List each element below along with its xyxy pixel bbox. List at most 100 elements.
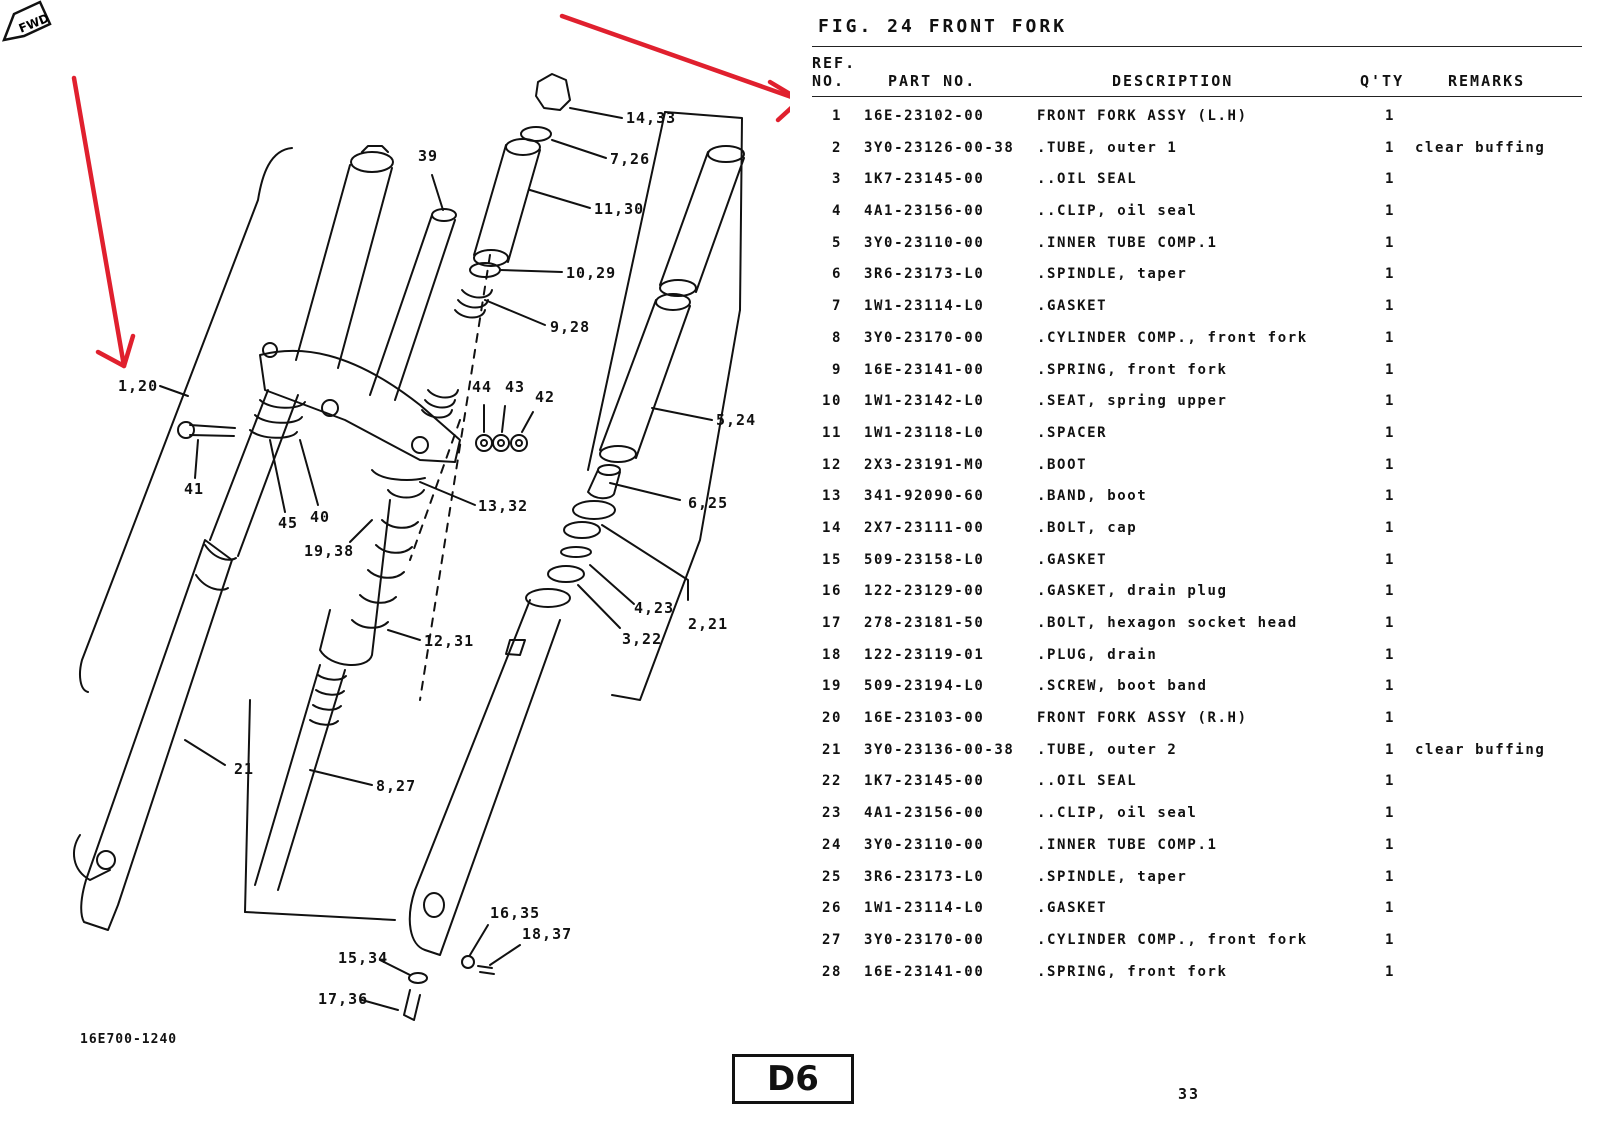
- description: ..CLIP, oil seal: [1037, 805, 1198, 822]
- ref-no: 14: [821, 519, 842, 536]
- description: .SCREW, boot band: [1037, 678, 1208, 695]
- part-no: 4A1-23156-00: [864, 805, 985, 822]
- description: .PLUG, drain: [1037, 646, 1158, 663]
- page-number: 33: [1178, 1085, 1201, 1103]
- callout-19-38: 19,38: [304, 542, 355, 560]
- description: FRONT FORK ASSY (L.H): [1037, 108, 1248, 124]
- page-badge: D6: [732, 1054, 854, 1104]
- callout-44: 44: [472, 378, 493, 396]
- description: .SPINDLE, taper: [1037, 868, 1188, 885]
- table-row: 1 16E-23102-00 FRONT FORK ASSY (L.H) 1: [812, 102, 1582, 134]
- callout-17-36: 17,36: [318, 990, 369, 1008]
- qty: 1: [1384, 741, 1396, 758]
- description: ..OIL SEAL: [1037, 773, 1138, 790]
- part-no: 16E-23141-00: [864, 963, 985, 980]
- part-no: 2X7-23111-00: [864, 519, 985, 536]
- ref-no: 10: [821, 393, 842, 410]
- qty: 1: [1384, 424, 1396, 441]
- ref-no: 26: [821, 900, 842, 917]
- description: .SPACER: [1037, 424, 1108, 441]
- callout-16-35: 16,35: [490, 904, 541, 922]
- qty: 1: [1384, 361, 1396, 378]
- qty: 1: [1384, 393, 1396, 410]
- description: .SPRING, front fork: [1037, 361, 1228, 378]
- callout-39: 39: [418, 147, 439, 165]
- callout-6-25: 6,25: [688, 494, 729, 512]
- part-no: 509-23194-L0: [864, 678, 985, 695]
- callout-18-37: 18,37: [522, 925, 573, 943]
- header-ref-line2: NO.: [812, 72, 846, 90]
- description: .CYLINDER COMP., front fork: [1037, 931, 1308, 948]
- callout-40: 40: [310, 508, 331, 526]
- ref-no: 27: [821, 931, 842, 948]
- qty: 1: [1384, 266, 1396, 283]
- ref-no: 1: [831, 108, 842, 124]
- description: .BOLT, cap: [1037, 519, 1138, 536]
- ref-no: 3: [831, 171, 842, 188]
- callout-7-26: 7,26: [610, 150, 651, 168]
- callout-41: 41: [184, 480, 205, 498]
- ref-no: 5: [831, 234, 842, 251]
- description: .BAND, boot: [1037, 488, 1148, 505]
- ref-no: 17: [821, 615, 842, 631]
- header-remarks: REMARKS: [1448, 72, 1526, 90]
- callout-8-27: 8,27: [376, 777, 417, 795]
- part-no: 3Y0-23126-00-38: [864, 139, 1015, 156]
- qty: 1: [1384, 171, 1396, 188]
- header-ref-line1: REF.: [812, 54, 857, 72]
- qty: 1: [1384, 963, 1396, 980]
- description: ..OIL SEAL: [1037, 171, 1138, 188]
- ref-no: 4: [831, 203, 842, 220]
- callout-4-23: 4,23: [634, 599, 675, 617]
- part-no: 4A1-23156-00: [864, 203, 985, 220]
- callout-5-24: 5,24: [716, 411, 757, 429]
- ref-no: 16: [821, 583, 842, 600]
- part-no: 341-92090-60: [864, 488, 985, 505]
- part-no: 3Y0-23110-00: [864, 836, 985, 853]
- part-no: 1K7-23145-00: [864, 171, 985, 188]
- ref-no: 12: [821, 456, 842, 473]
- qty: 1: [1384, 329, 1396, 346]
- ref-no: 18: [821, 646, 842, 663]
- ref-no: 7: [831, 298, 842, 315]
- description: .INNER TUBE COMP.1: [1037, 234, 1218, 251]
- part-no: 16E-23102-00: [864, 108, 985, 124]
- description: .GASKET: [1037, 298, 1108, 315]
- qty: 1: [1384, 298, 1396, 315]
- qty: 1: [1384, 868, 1396, 885]
- description: .GASKET: [1037, 900, 1108, 917]
- description: .TUBE, outer 2: [1037, 741, 1178, 758]
- ref-no: 2: [831, 139, 842, 156]
- callout-43: 43: [505, 378, 526, 396]
- qty: 1: [1384, 108, 1396, 124]
- ref-no: 13: [821, 488, 842, 505]
- callout-42: 42: [535, 388, 556, 406]
- callout-15-34: 15,34: [338, 949, 389, 967]
- part-no: 122-23119-01: [864, 646, 985, 663]
- qty: 1: [1384, 234, 1396, 251]
- callout-45: 45: [278, 514, 299, 532]
- qty: 1: [1384, 583, 1396, 600]
- callout-11-30: 11,30: [594, 200, 645, 218]
- part-no: 16E-23103-00: [864, 710, 985, 727]
- part-no: 509-23158-L0: [864, 551, 985, 568]
- description: .SPRING, front fork: [1037, 963, 1228, 980]
- description: .GASKET: [1037, 551, 1108, 568]
- callout-13-32: 13,32: [478, 497, 529, 515]
- ref-no: 11: [821, 424, 842, 441]
- header-description: DESCRIPTION: [1112, 72, 1234, 90]
- description: .BOLT, hexagon socket head: [1037, 615, 1298, 631]
